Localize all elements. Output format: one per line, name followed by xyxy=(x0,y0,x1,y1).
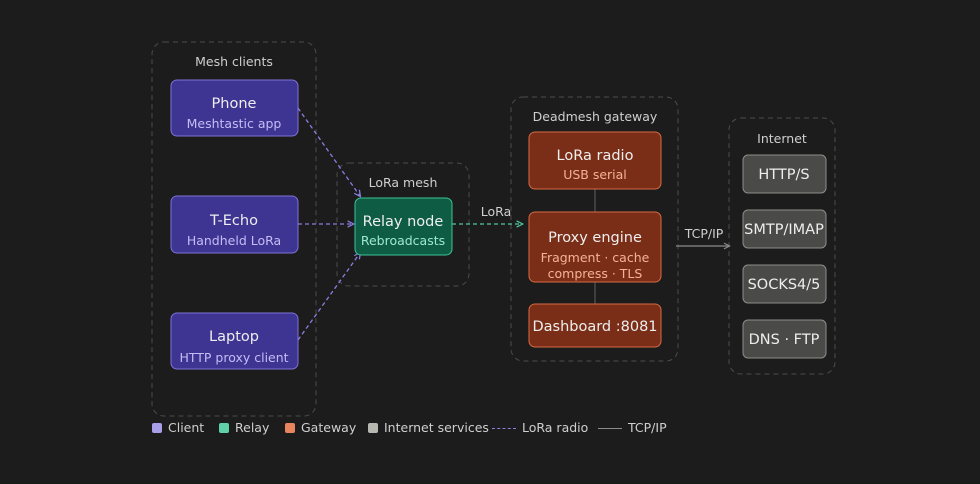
node-techo-title: T-Echo xyxy=(209,213,258,229)
legend-swatch-gateway xyxy=(285,423,295,433)
legend-relay: Relay xyxy=(219,420,269,436)
legend-swatch-relay xyxy=(219,423,229,433)
legend-label-internet: Internet services xyxy=(384,420,489,435)
node-phone[interactable]: Phone Meshtastic app xyxy=(170,79,299,137)
edge-laptop-to-relay xyxy=(297,253,360,341)
node-phone-subtitle: Meshtastic app xyxy=(187,116,282,131)
node-techo[interactable]: T-Echo Handheld LoRa xyxy=(170,195,299,254)
node-dashboard-title: Dashboard :8081 xyxy=(532,319,657,335)
group-label-deadmesh-gateway: Deadmesh gateway xyxy=(533,109,658,124)
node-laptop-title: Laptop xyxy=(209,329,259,345)
legend-swatch-internet xyxy=(368,423,378,433)
group-mesh-clients: Mesh clients xyxy=(151,41,317,417)
legend-label-gateway: Gateway xyxy=(301,420,357,435)
node-proxy-engine-title: Proxy engine xyxy=(548,230,642,246)
node-dns[interactable]: DNS · FTP xyxy=(742,319,827,359)
group-lora-mesh: LoRa mesh xyxy=(336,162,470,287)
group-label-internet: Internet xyxy=(757,131,807,146)
legend-lora-radio: LoRa radio xyxy=(492,420,588,436)
node-http[interactable]: HTTP/S xyxy=(742,154,827,194)
node-dashboard[interactable]: Dashboard :8081 xyxy=(528,303,662,348)
node-techo-subtitle: Handheld LoRa xyxy=(187,233,281,248)
node-dns-title: DNS · FTP xyxy=(749,332,820,348)
edge-phone-to-relay xyxy=(297,107,360,196)
legend-label-relay: Relay xyxy=(235,420,270,435)
group-deadmesh-gateway: Deadmesh gateway xyxy=(510,96,679,362)
node-lora-radio-subtitle: USB serial xyxy=(563,167,627,182)
edge-label-lora: LoRa xyxy=(481,204,511,219)
legend-label-client: Client xyxy=(168,420,205,435)
legend-swatch-client xyxy=(152,423,162,433)
node-proxy-engine-subtitle-2: compress · TLS xyxy=(548,266,643,281)
group-label-lora-mesh: LoRa mesh xyxy=(369,175,438,190)
legend-line-tcpip xyxy=(598,427,622,429)
node-relay-title: Relay node xyxy=(363,214,444,230)
node-socks[interactable]: SOCKS4/5 xyxy=(742,264,827,304)
edge-label-tcpip: TCP/IP xyxy=(684,226,724,241)
group-label-mesh-clients: Mesh clients xyxy=(195,54,273,69)
node-laptop[interactable]: Laptop HTTP proxy client xyxy=(170,312,299,370)
node-phone-title: Phone xyxy=(212,96,257,112)
legend-client: Client xyxy=(152,420,204,436)
node-laptop-subtitle: HTTP proxy client xyxy=(179,350,288,365)
node-relay-subtitle: Rebroadcasts xyxy=(361,233,445,248)
node-socks-title: SOCKS4/5 xyxy=(748,277,821,293)
legend-internet: Internet services xyxy=(368,420,489,436)
legend-label-lora-radio: LoRa radio xyxy=(522,420,589,435)
legend-label-tcpip: TCP/IP xyxy=(628,420,667,435)
node-http-title: HTTP/S xyxy=(758,167,809,183)
node-proxy-engine-subtitle-1: Fragment · cache xyxy=(541,250,650,265)
legend-tcpip: TCP/IP xyxy=(598,420,667,436)
node-relay[interactable]: Relay node Rebroadcasts xyxy=(354,197,453,256)
node-smtp[interactable]: SMTP/IMAP xyxy=(742,209,827,249)
node-lora-radio[interactable]: LoRa radio USB serial xyxy=(528,131,662,190)
legend-line-lora xyxy=(492,427,516,429)
node-lora-radio-title: LoRa radio xyxy=(557,148,634,164)
node-smtp-title: SMTP/IMAP xyxy=(744,222,824,238)
node-proxy-engine[interactable]: Proxy engine Fragment · cache compress ·… xyxy=(528,211,662,283)
legend-gateway: Gateway xyxy=(285,420,356,436)
